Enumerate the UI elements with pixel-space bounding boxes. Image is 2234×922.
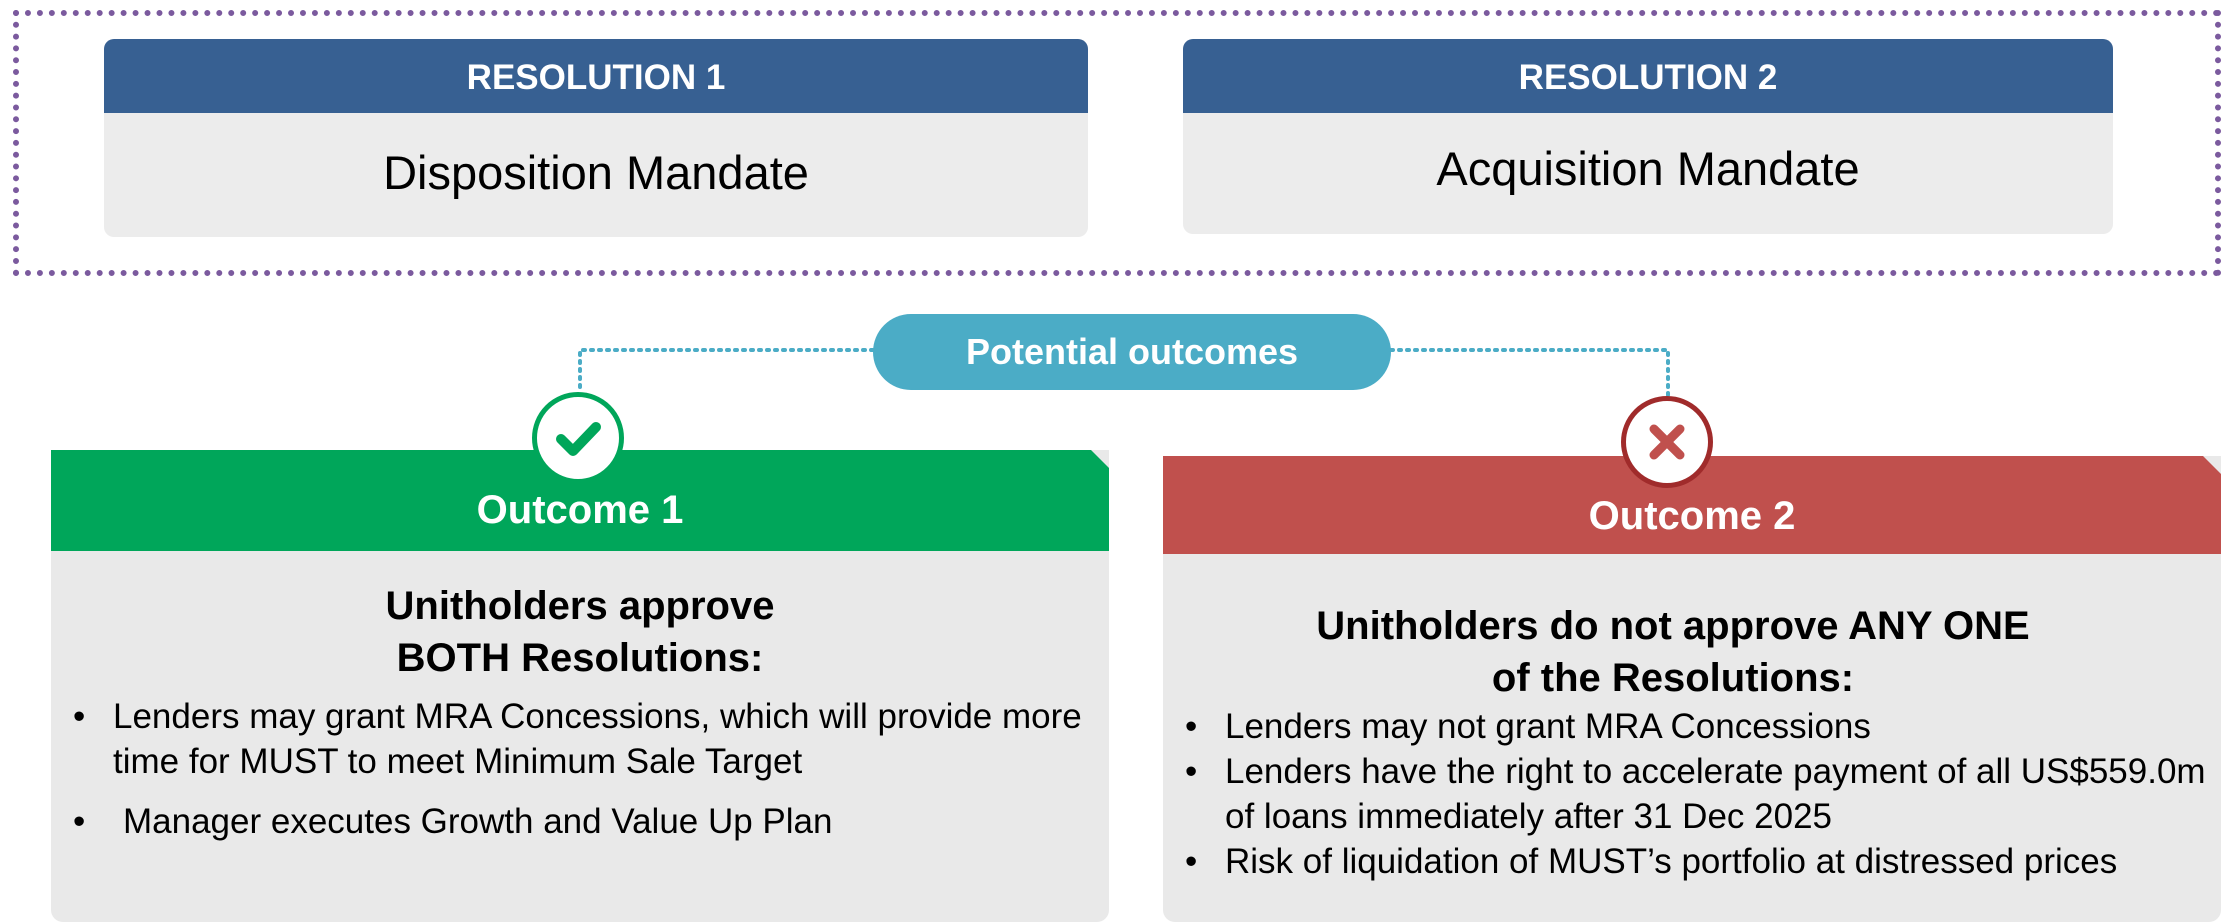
list-item: • Risk of liquidation of MUST’s portfoli… [1185,839,2215,884]
resolutions-frame [13,10,2221,276]
bullet-icon: • [1185,752,1198,791]
resolution-2-title: Acquisition Mandate [1436,142,1860,195]
potential-outcomes-label: Potential outcomes [873,314,1391,390]
bullet-text: Lenders may grant MRA Concessions, which… [113,697,1082,781]
cross-icon [1621,396,1713,488]
outcome-1-title: Unitholders approve BOTH Resolutions: [51,580,1109,684]
list-item: • Lenders have the right to accelerate p… [1185,749,2215,839]
outcome-1-title-line1: Unitholders approve [385,584,775,628]
bullet-icon: • [1185,707,1198,746]
outcome-1-card: Outcome 1 Unitholders approve BOTH Resol… [51,450,1109,922]
list-item: • Manager executes Growth and Value Up P… [73,799,1103,844]
list-item: • Lenders may not grant MRA Concessions [1185,704,2215,749]
outcome-2-title-line1: Unitholders do not approve ANY ONE [1316,604,2030,648]
outcome-2-header: Outcome 2 [1163,456,2221,554]
bullet-text: Risk of liquidation of MUST’s portfolio … [1225,842,2118,881]
bullet-text: Manager executes Growth and Value Up Pla… [123,802,833,841]
bullet-icon: • [73,802,86,841]
outcome-2-title: Unitholders do not approve ANY ONE of th… [1203,600,2143,704]
resolution-1-card: RESOLUTION 1 Disposition Mandate [104,39,1088,237]
resolution-1-header: RESOLUTION 1 [104,39,1088,113]
bullet-text: Lenders have the right to accelerate pay… [1225,752,2206,836]
bullet-text: Lenders may not grant MRA Concessions [1225,707,1871,746]
list-item: • Lenders may grant MRA Concessions, whi… [73,694,1103,784]
bullet-icon: • [1185,842,1198,881]
bullet-icon: • [73,697,86,736]
resolution-2-card: RESOLUTION 2 Acquisition Mandate [1183,39,2113,234]
resolution-1-title: Disposition Mandate [383,146,809,199]
outcome-1-title-line2: BOTH Resolutions: [396,636,764,680]
resolution-2-header: RESOLUTION 2 [1183,39,2113,113]
outcome-2-bullet-list: • Lenders may not grant MRA Concessions … [1185,704,2215,884]
outcome-2-card: Outcome 2 Unitholders do not approve ANY… [1163,456,2221,922]
outcome-1-bullet-list: • Lenders may grant MRA Concessions, whi… [73,694,1103,844]
outcome-2-title-line2: of the Resolutions: [1491,656,1855,700]
check-icon [532,392,624,484]
